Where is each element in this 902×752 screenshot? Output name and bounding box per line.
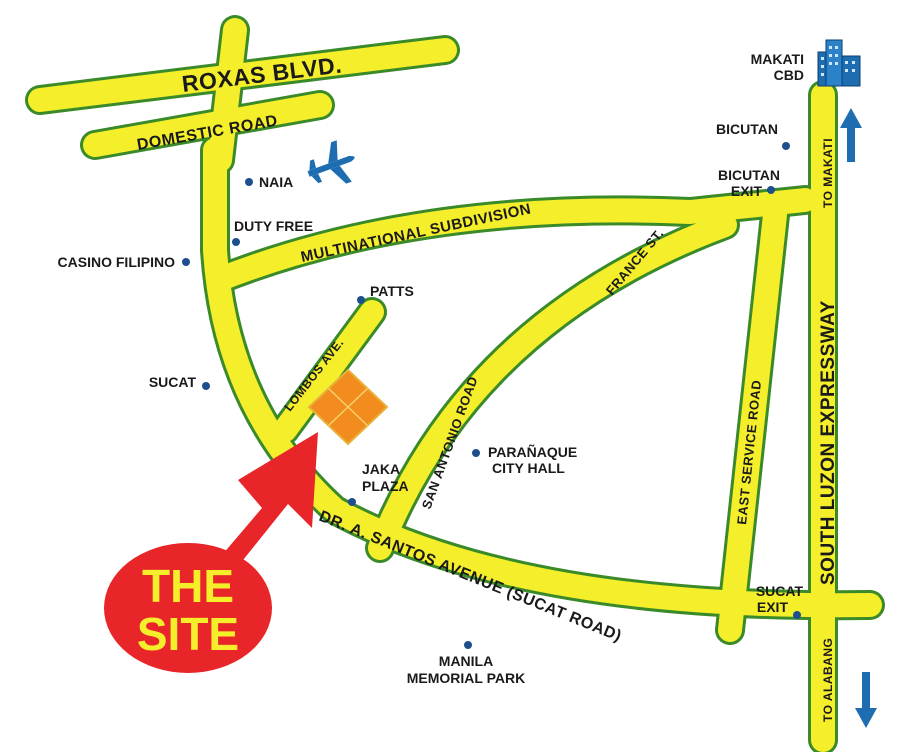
poi-bicutan: BICUTAN — [716, 121, 790, 150]
site-label-line2: SITE — [137, 608, 239, 660]
north-arrow-icon — [840, 108, 862, 162]
poi-dot — [472, 449, 480, 457]
airplane-icon — [307, 140, 355, 184]
poi-naia: NAIA — [245, 174, 293, 190]
poi-dot — [232, 238, 240, 246]
poi-dot — [464, 641, 472, 649]
poi-casino-filipino: CASINO FILIPINO — [58, 254, 190, 270]
svg-text:MEMORIAL PARK: MEMORIAL PARK — [407, 670, 525, 686]
site-label-line1: THE — [142, 560, 234, 612]
poi-dot — [182, 258, 190, 266]
poi-paranaque-city-hall: PARAÑAQUE CITY HALL — [472, 443, 577, 476]
poi-makati: MAKATI CBD — [751, 51, 804, 83]
svg-text:CITY HALL: CITY HALL — [492, 460, 565, 476]
road-label-to-alabang: TO ALABANG — [821, 638, 835, 722]
building-icon — [817, 39, 861, 87]
poi-patts: PATTS — [357, 283, 414, 304]
svg-text:PATTS: PATTS — [370, 283, 414, 299]
svg-text:MANILA: MANILA — [439, 653, 493, 669]
svg-text:PARAÑAQUE: PARAÑAQUE — [488, 443, 577, 460]
poi-dot — [767, 186, 775, 194]
svg-text:CBD: CBD — [774, 67, 804, 83]
svg-text:SUCAT: SUCAT — [756, 583, 804, 599]
svg-text:NAIA: NAIA — [259, 174, 293, 190]
poi-sucat-exit: SUCAT EXIT — [756, 583, 804, 619]
svg-text:PLAZA: PLAZA — [362, 478, 409, 494]
poi-dot — [348, 498, 356, 506]
svg-text:SUCAT: SUCAT — [149, 374, 197, 390]
poi-dot — [782, 142, 790, 150]
svg-text:JAKA: JAKA — [362, 461, 400, 477]
poi-duty-free: DUTY FREE — [232, 218, 313, 246]
poi-dot — [793, 611, 801, 619]
svg-text:DUTY FREE: DUTY FREE — [234, 218, 313, 234]
poi-manila-memorial-park: MANILA MEMORIAL PARK — [407, 641, 525, 686]
site-callout: THE SITE — [104, 432, 318, 673]
south-arrow-icon — [855, 672, 877, 728]
svg-text:MAKATI: MAKATI — [751, 51, 804, 67]
svg-text:EXIT: EXIT — [731, 183, 763, 199]
poi-dot — [202, 382, 210, 390]
poi-bicutan-exit: BICUTAN EXIT — [718, 167, 780, 199]
poi-dot — [357, 296, 365, 304]
site-marker-icon — [307, 368, 389, 446]
poi-dot — [245, 178, 253, 186]
road-label-to-makati: TO MAKATI — [821, 138, 835, 208]
svg-text:BICUTAN: BICUTAN — [718, 167, 780, 183]
poi-sucat: SUCAT — [149, 374, 210, 390]
road-label-slex: SOUTH LUZON EXPRESSWAY — [818, 300, 839, 585]
svg-text:BICUTAN: BICUTAN — [716, 121, 778, 137]
svg-text:EXIT: EXIT — [757, 599, 789, 615]
svg-text:CASINO FILIPINO: CASINO FILIPINO — [58, 254, 176, 270]
poi-jaka-plaza: JAKA PLAZA — [348, 461, 409, 506]
road-network — [25, 15, 885, 752]
